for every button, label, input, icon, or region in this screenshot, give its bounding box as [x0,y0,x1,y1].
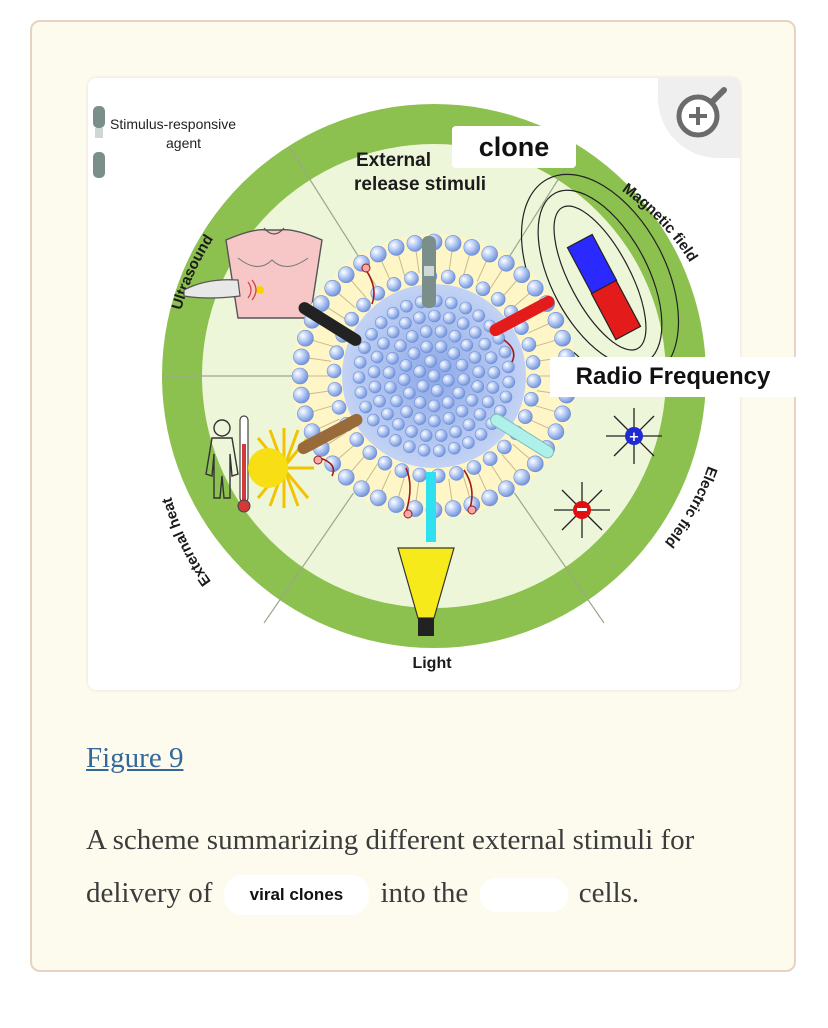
agent-legend-label-line1: Stimulus-responsive [110,116,236,132]
caption-text-3: cells. [578,877,640,909]
caption-text-1: A scheme summarizing different external … [86,824,695,909]
negative-charge-icon [554,482,610,538]
magnet-icon [520,173,680,383]
diagram-title-line1: External [356,150,431,171]
ultrasound-torso-icon [183,227,323,319]
responsive-agents [297,236,555,542]
lamp-icon [397,547,455,636]
agent-legend-label-line2: agent [166,135,201,151]
figure-image[interactable]: Ultrasound Magnetic field Electric field… [88,78,740,690]
zoom-button[interactable] [658,78,740,158]
zoom-in-icon [676,87,727,138]
stimuli-diagram: Ultrasound Magnetic field Electric field… [93,104,720,672]
light-label: Light [412,655,452,672]
agent-legend-icon [93,106,105,178]
figure-caption: A scheme summarizing different external … [86,814,746,920]
caption-text-2: into the [380,877,469,909]
positive-charge-icon: + [606,408,662,464]
overlay-label-radio-frequency: Radio Frequency [550,357,796,397]
overlay-label-clone: clone [452,126,576,168]
caption-pill: viral clones [223,875,370,916]
svg-text:+: + [629,430,640,445]
figure-link[interactable]: Figure 9 [86,742,184,774]
human-figure-icon [205,419,239,499]
thermometer-icon [237,415,251,513]
liposome [291,233,577,519]
diagram-title-line2: release stimuli [354,174,486,195]
caption-redaction [479,878,568,913]
